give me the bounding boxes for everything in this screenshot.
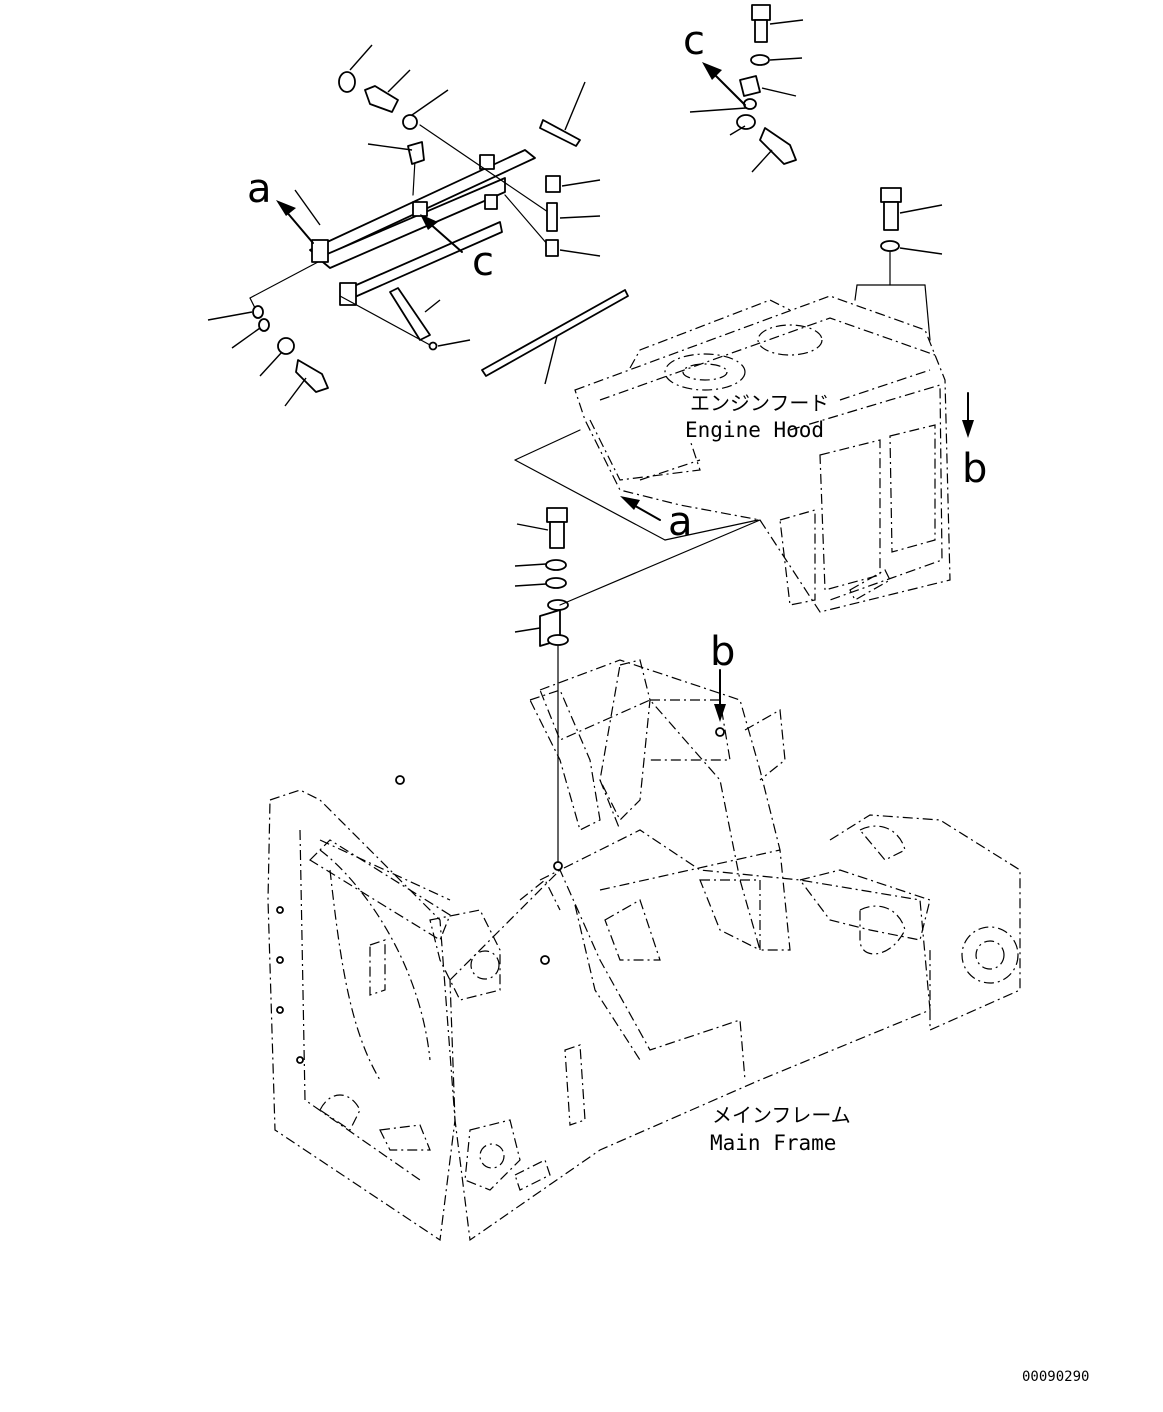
ref-label-a-hood: a <box>668 499 693 545</box>
main-frame <box>267 659 1021 1242</box>
ref-arrow-b-hood <box>962 392 974 438</box>
ref-label-a-upper: a <box>247 166 272 212</box>
ref-arrow-b-frame <box>714 669 726 722</box>
ref-arrow-a-upper <box>276 200 314 244</box>
support-bracket-assembly <box>207 44 629 407</box>
main-frame-label-jp: メインフレーム <box>712 1103 851 1127</box>
drawing-number: 00090290 <box>1022 1369 1089 1385</box>
ref-arrow-c-detail <box>702 62 746 106</box>
ref-arrow-c-upper <box>420 214 463 253</box>
ref-arrow-a-hood <box>620 496 661 521</box>
engine-hood <box>514 284 951 613</box>
engine-hood-label-en: Engine Hood <box>685 418 824 442</box>
engine-hood-label-jp: エンジンフード <box>690 391 829 415</box>
mount-bolt-stack <box>514 507 761 863</box>
detail-c-parts <box>689 4 804 173</box>
hood-bolt-set <box>880 187 943 286</box>
ref-label-c-upper: c <box>472 239 494 285</box>
ref-label-b-frame: b <box>710 629 735 675</box>
main-frame-label-en: Main Frame <box>710 1131 836 1155</box>
ref-label-c-detail: c <box>683 18 705 64</box>
ref-label-b-hood: b <box>962 446 987 492</box>
